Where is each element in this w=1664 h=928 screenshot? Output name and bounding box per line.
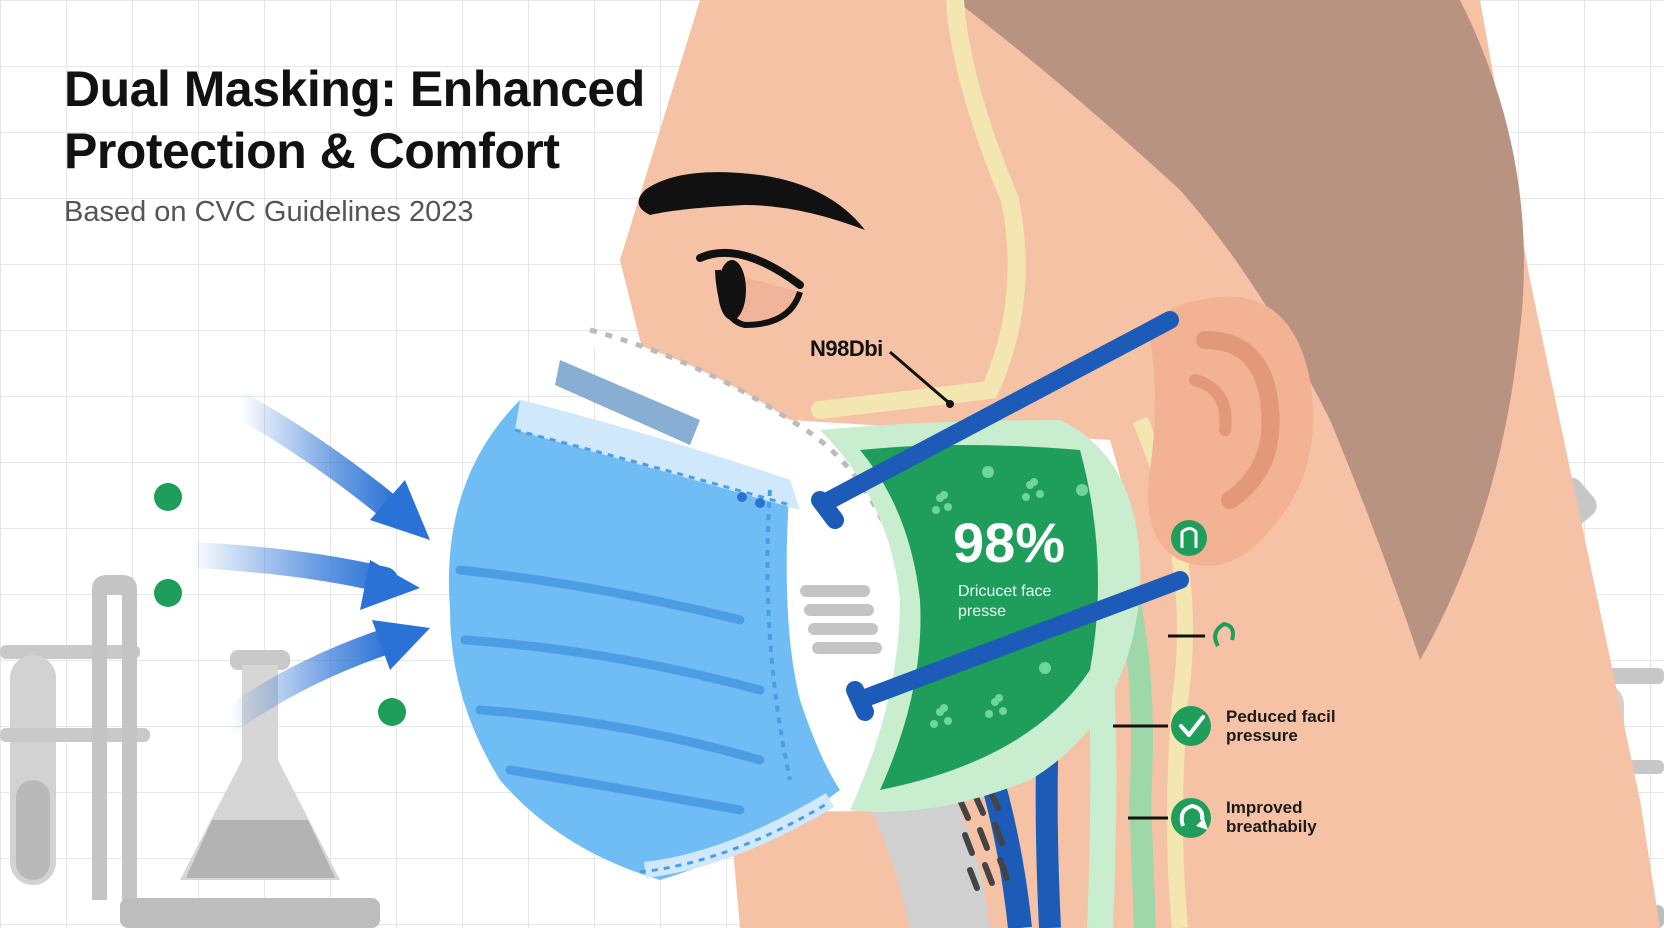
n95-leader-line [889,350,954,408]
benefit-breathability: Improved breathabily [1226,798,1386,836]
arrow-loop-icon [1171,798,1211,838]
ear [1148,296,1314,566]
benefit-line-1: Peduced facil [1226,707,1336,726]
page-subtitle: Based on CVC Guidelines 2023 [64,196,474,228]
filtration-stat-label: Dricucet face presse [958,582,1078,622]
check-icon [1171,706,1211,746]
benefit-line-1: Improved [1226,798,1303,817]
mask-straps [811,311,1189,721]
lock-icon [1171,520,1207,556]
benefit-line-2: breathabily [1226,817,1317,836]
surgical-mask [448,360,840,880]
stat-label-line-2: presse [958,603,1007,620]
lab-equipment-left [0,575,380,928]
n95-label: N98Dbi [810,336,883,361]
benefit-markers [1113,520,1235,838]
stat-label-line-1: Dricucet face [958,583,1052,600]
mask-vent [800,585,882,654]
filter-particles [930,466,1088,728]
face-features [638,172,865,329]
benefit-reduced-pressure: Peduced facil pressure [1226,707,1386,745]
benefit-line-2: pressure [1226,726,1298,745]
title-line-1: Dual Masking: Enhanced [64,61,645,117]
spiral-icon [1213,621,1235,647]
filtration-stat-value: 98% [953,511,1066,574]
airflow-arrows [154,392,430,733]
page-title: Dual Masking: Enhanced Protection & Comf… [64,58,704,182]
title-line-2: Protection & Comfort [64,123,560,179]
